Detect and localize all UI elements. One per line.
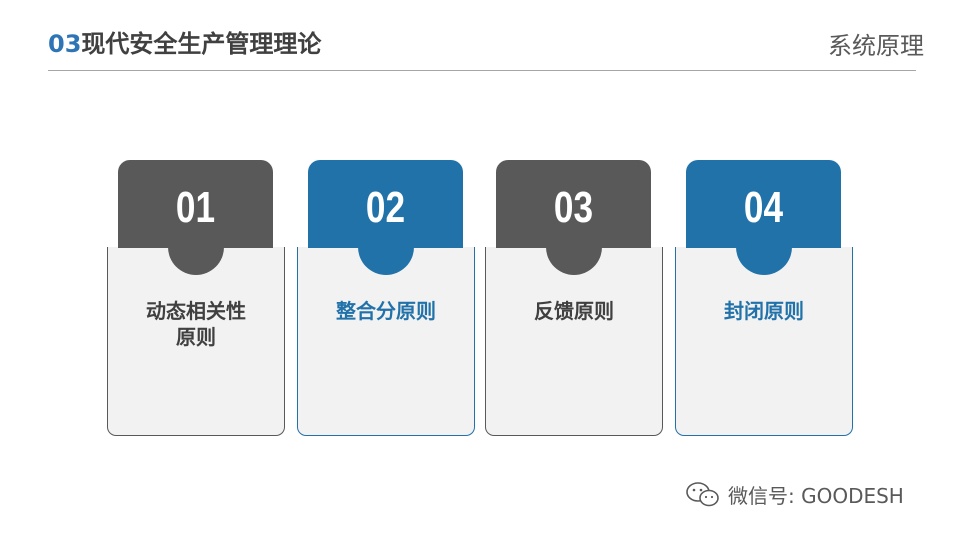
card-tab: 04 [686,160,841,248]
header-divider [48,70,916,71]
card-number: 02 [365,183,406,232]
card-label: 反馈原则 [534,299,614,323]
card-tab: 02 [308,160,463,248]
footer: 微信号: GOODESH [684,480,904,509]
principle-card-01: 01 动态相关性原则 [107,160,285,437]
card-body [107,247,285,436]
card-label: 动态相关性原则 [146,299,246,349]
card-label: 整合分原则 [336,299,436,323]
title-number: 03 [48,30,82,58]
principle-card-02: 02 整合分原则 [297,160,475,437]
card-tab: 03 [496,160,651,248]
card-number: 01 [175,183,216,232]
card-body [675,247,853,436]
principle-card-04: 04 封闭原则 [675,160,853,437]
card-label: 封闭原则 [724,299,804,323]
card-number: 03 [553,183,594,232]
card-body [297,247,475,436]
principle-card-03: 03 反馈原则 [485,160,663,437]
page-title: 03现代安全生产管理理论 [48,28,338,60]
footer-text: 微信号: GOODESH [728,484,904,508]
card-number: 04 [743,183,784,232]
wechat-icon [686,481,719,506]
card-tab: 01 [118,160,273,248]
title-text: 现代安全生产管理理论 [81,30,322,58]
section-title: 系统原理 [828,32,924,60]
card-body [485,247,663,436]
